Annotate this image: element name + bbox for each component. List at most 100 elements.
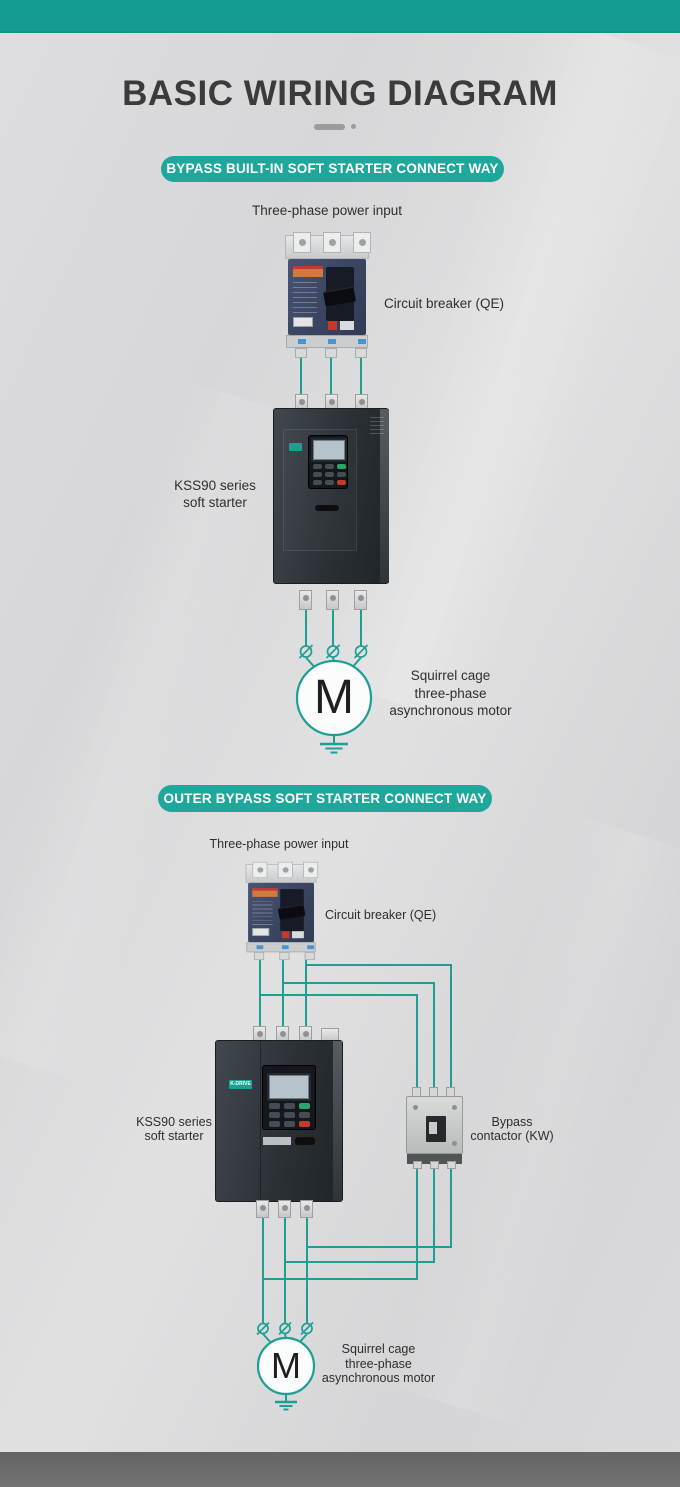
- screw: [304, 1205, 310, 1211]
- contactor-label-line1: Bypass: [491, 1115, 533, 1129]
- footer-bar: [0, 1452, 680, 1487]
- breaker-terminal-post: [277, 861, 293, 879]
- breaker-trip-indicator: [328, 321, 337, 330]
- starter-door-outline: [283, 429, 357, 551]
- keypad-button-red: [337, 480, 346, 485]
- starter-label-line1: KSS90 series: [174, 478, 256, 493]
- breaker-label-sticker: [252, 888, 278, 897]
- screw: [280, 1031, 286, 1037]
- breaker-marker: [358, 339, 366, 344]
- starter-output-terminal: [299, 590, 312, 610]
- power-input-label: Three-phase power input: [251, 203, 403, 218]
- screw: [299, 239, 306, 246]
- starter-handle-slot: [263, 1137, 291, 1145]
- screw: [329, 399, 335, 405]
- breaker-body: [248, 882, 314, 943]
- connection-slash: [300, 1321, 314, 1336]
- connection-slash: [256, 1321, 270, 1336]
- starter-side-panel: [333, 1041, 342, 1201]
- breaker-terminal-lug: [304, 952, 315, 961]
- motor-label: Squirrel cage three-phase asynchronous m…: [316, 1342, 441, 1386]
- section1-banner: BYPASS BUILT-IN SOFT STARTER CONNECT WAY: [161, 156, 504, 182]
- wire-bypass-return: [285, 1164, 435, 1263]
- breaker-rating-lines: [252, 900, 273, 926]
- motor-symbol: M: [271, 1345, 301, 1386]
- circuit-breaker-label: Circuit breaker (QE): [384, 296, 505, 311]
- contactor-mechanism: [426, 1116, 446, 1142]
- contactor-mechanism-detail: [429, 1122, 437, 1134]
- starter-label: KSS90 series soft starter: [114, 1115, 234, 1143]
- motor-symbol: M: [314, 671, 354, 724]
- wire-bypass-feed: [260, 994, 418, 1090]
- keypad-button: [269, 1103, 280, 1109]
- section2-banner: OUTER BYPASS SOFT STARTER CONNECT WAY: [158, 785, 492, 812]
- contactor-label-line2: contactor (KW): [470, 1128, 554, 1143]
- breaker-rating-lines: [293, 282, 317, 314]
- breaker-minitag: [340, 321, 354, 330]
- breaker-terminal-post: [302, 861, 319, 879]
- soft-starter-graphic-2: K-DRIVE: [213, 1024, 347, 1220]
- header-bar: [0, 0, 680, 33]
- keypad-button: [284, 1121, 295, 1127]
- connection-slash: [325, 644, 341, 659]
- motor-label-line3: asynchronous motor: [389, 703, 512, 718]
- starter-label-line2: soft starter: [144, 1128, 204, 1143]
- motor-label: Squirrel cage three-phase asynchronous m…: [378, 667, 523, 720]
- screw: [358, 595, 364, 601]
- starter-slot: [315, 505, 339, 511]
- connection-slash: [298, 644, 314, 659]
- connection-terminal-symbol: [299, 645, 313, 658]
- circuit-breaker-graphic: [282, 231, 372, 358]
- screw: [282, 867, 289, 873]
- contactor-terminal-block-bottom: [407, 1154, 462, 1169]
- starter-output-terminal: [300, 1200, 313, 1218]
- starter-vents: [370, 417, 384, 435]
- keypad-button-red: [299, 1121, 310, 1127]
- soft-starter-graphic: [268, 392, 394, 612]
- contactor-terminal-post: [430, 1161, 439, 1169]
- breaker-marker: [298, 339, 306, 344]
- sticker-stripe: [252, 888, 278, 891]
- breaker-terminal-block-bottom: [246, 942, 316, 953]
- wire-bypass-feed: [306, 964, 452, 1090]
- wire-bypass-return: [307, 1164, 452, 1248]
- breaker-nameplate: [293, 317, 313, 327]
- screw: [308, 867, 314, 873]
- breaker-marker: [281, 945, 289, 950]
- starter-output-terminal: [326, 590, 339, 610]
- keypad-button: [269, 1112, 280, 1118]
- screw: [413, 1105, 418, 1110]
- connection-terminal-symbol: [326, 645, 340, 658]
- title-divider-dash: [314, 124, 345, 130]
- contactor-body: [406, 1096, 463, 1154]
- keypad-button-green: [299, 1103, 310, 1109]
- screw: [257, 867, 264, 873]
- starter-side-panel: [380, 409, 389, 583]
- keypad-button: [284, 1112, 295, 1118]
- starter-output-terminal: [278, 1200, 291, 1218]
- motor-label-line1: Squirrel cage: [341, 1342, 416, 1356]
- screw: [260, 1205, 266, 1211]
- contactor-label: Bypass contactor (KW): [452, 1115, 572, 1143]
- screw: [359, 239, 366, 246]
- starter-display: [313, 440, 345, 460]
- keypad-button-green: [337, 464, 346, 469]
- breaker-terminal-lug: [253, 952, 265, 961]
- connection-terminal-symbol: [301, 1322, 313, 1335]
- breaker-label-sticker: [293, 266, 323, 277]
- keypad-button: [269, 1121, 280, 1127]
- breaker-toggle-well: [277, 889, 306, 932]
- breaker-terminal-block-bottom: [286, 335, 368, 348]
- keypad-button: [299, 1112, 310, 1118]
- starter-control-panel: [262, 1065, 316, 1130]
- starter-display: [269, 1075, 309, 1099]
- connection-terminal-symbol: [279, 1322, 291, 1335]
- motor-label-line2: three-phase: [345, 1356, 412, 1371]
- bypass-contactor-graphic: [406, 1087, 464, 1169]
- keypad-button: [313, 472, 322, 477]
- screw: [303, 1031, 309, 1037]
- breaker-terminal-post: [323, 232, 341, 253]
- breaker-toggle-well: [322, 267, 357, 321]
- screw: [257, 1031, 263, 1037]
